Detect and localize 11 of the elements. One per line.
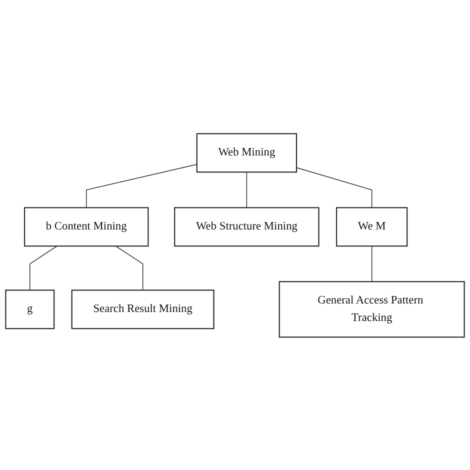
connector (296, 166, 372, 208)
connector (246, 171, 248, 208)
node-box: Web Mining (196, 132, 298, 172)
node-box: Web Structure Mining (174, 206, 320, 246)
node-box: Search Result Mining (71, 289, 214, 329)
node-box: We M (336, 206, 408, 246)
node-box: g (5, 289, 55, 329)
connector (371, 245, 372, 282)
connector (86, 164, 198, 208)
node-box: General Access Pattern Tracking (278, 280, 465, 338)
node-box: b Content Mining (24, 206, 149, 246)
